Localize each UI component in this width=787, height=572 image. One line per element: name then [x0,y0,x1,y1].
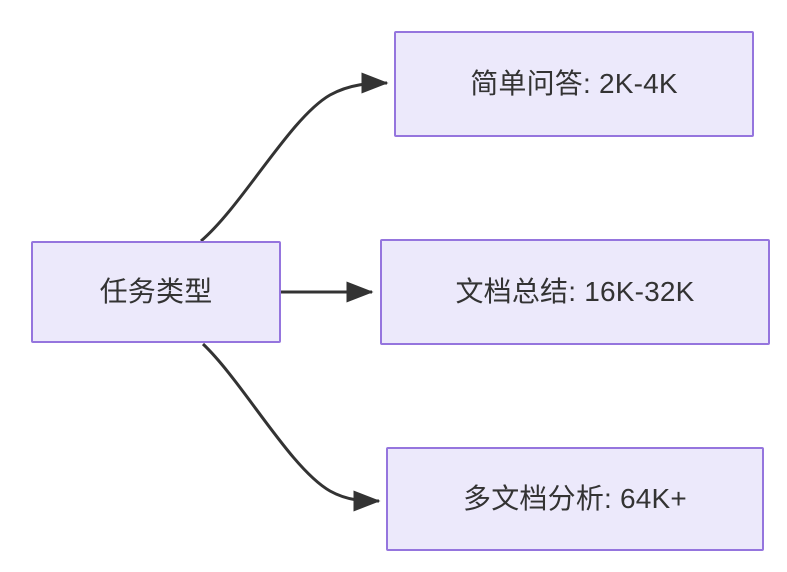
node-task-type-label: 任务类型 [99,276,213,308]
edge-source-to-multi-doc [201,342,381,512]
edge-source-to-simple-qa [200,72,389,243]
node-doc-summary[interactable]: 文档总结: 16K-32K [380,239,770,345]
node-doc-summary-label: 文档总结: 16K-32K [455,276,695,308]
node-multi-doc-label: 多文档分析: 64K+ [463,483,687,515]
node-task-type[interactable]: 任务类型 [31,241,281,343]
node-simple-qa-label: 简单问答: 2K-4K [470,68,678,100]
node-simple-qa[interactable]: 简单问答: 2K-4K [394,31,754,137]
node-multi-doc[interactable]: 多文档分析: 64K+ [386,447,764,551]
